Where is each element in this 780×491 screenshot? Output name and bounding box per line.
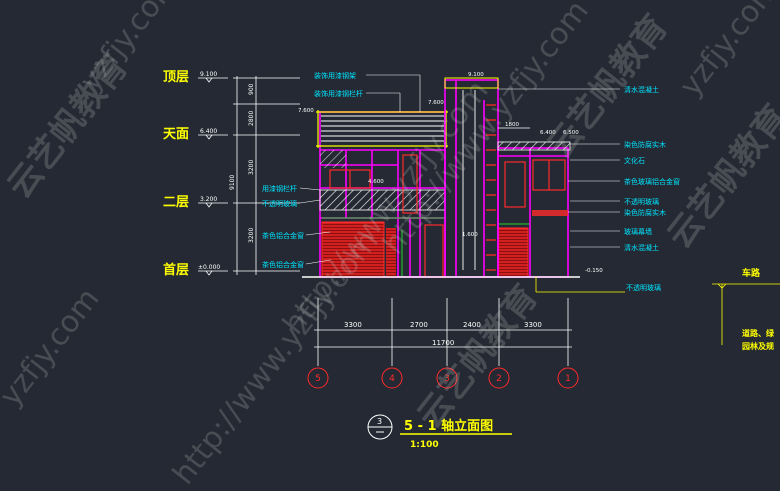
axis-4: 4	[389, 374, 395, 384]
elev-second: 3.200	[200, 196, 217, 203]
callout-left-3: 用漆钢栏杆	[262, 184, 297, 193]
callout-right-5: 不透明玻璃	[624, 197, 659, 206]
callout-left-2: 装饰用漆钢栏杆	[314, 89, 363, 98]
callout-left-4: 不透明玻璃	[262, 199, 297, 208]
axis-1: 1	[565, 374, 571, 384]
road-label: 车路	[742, 267, 761, 279]
elev-mark-2: 7.600	[428, 100, 444, 106]
side-note-1: 道路、绿	[742, 328, 775, 338]
bottom-dim-4: 3300	[524, 321, 542, 329]
callout-left-1: 装饰用漆钢架	[314, 71, 356, 80]
callout-right-4: 茶色玻璃铝合金窗	[624, 177, 680, 186]
mid-dim-1800: 1800	[505, 122, 519, 128]
callout-right-6: 染色防腐实木	[624, 208, 666, 217]
elev-top: 9.100	[200, 71, 217, 78]
callout-right-7: 玻璃幕墙	[624, 227, 652, 236]
elev-mark-8: -0.150	[585, 268, 603, 274]
dim-3200b: 3200	[248, 228, 255, 243]
side-note-2: 园林及规	[742, 341, 774, 351]
title-number: 3	[377, 417, 382, 426]
bottom-dim-3: 2400	[463, 321, 481, 329]
dim-3200a: 3200	[248, 160, 255, 175]
level-label-ground: 首层	[163, 262, 189, 278]
elev-mark-4: 6.400	[540, 130, 556, 136]
drawing-title: 5 - 1 轴立面图	[404, 418, 493, 434]
level-label-second: 二层	[163, 195, 189, 210]
bottom-dim-1: 3300	[344, 321, 362, 329]
elev-mark-7: 1.600	[462, 232, 478, 238]
ground-shutter-right	[497, 227, 529, 278]
drawing-scale: 1:100	[410, 440, 439, 450]
level-label-top: 顶层	[163, 70, 189, 85]
axis-2: 2	[496, 374, 502, 384]
callout-right-1: 清水混凝土	[624, 85, 659, 94]
axis-5: 5	[315, 374, 321, 384]
elev-mark-1: 7.600	[298, 108, 314, 114]
elev-mark-3: 9.100	[468, 72, 484, 78]
bottom-dim-2: 2700	[410, 321, 428, 329]
elev-mark-5: 6.500	[563, 130, 579, 136]
callout-right-3: 文化石	[624, 156, 645, 165]
axis-3: 3	[444, 374, 450, 384]
callout-right-9: 不透明玻璃	[626, 283, 661, 292]
callout-right-8: 清水混凝土	[624, 243, 659, 252]
dim-2800: 2800	[248, 111, 255, 126]
callout-right-2: 染色防腐实木	[624, 140, 666, 149]
elev-ground: ±0.000	[198, 264, 220, 271]
bottom-dim-total: 11700	[432, 339, 454, 347]
dim-900: 900	[248, 83, 255, 95]
elev-mark-6: 4.600	[368, 179, 384, 185]
level-label-roof: 天面	[163, 127, 189, 142]
callout-left-5: 茶色铝合金窗	[262, 231, 304, 240]
ground-shutter-left	[321, 221, 385, 278]
dim-total: 9100	[229, 175, 236, 190]
elev-roof: 6.400	[200, 128, 217, 135]
callout-left-6: 茶色铝合金窗	[262, 260, 304, 269]
